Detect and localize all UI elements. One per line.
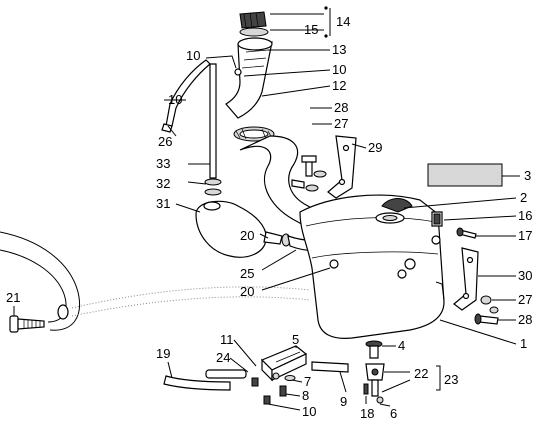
fuel-tank-part-1 bbox=[299, 194, 445, 339]
callout-1: 1 bbox=[520, 336, 527, 351]
callout-19: 19 bbox=[156, 346, 170, 361]
callout-28-top: 28 bbox=[334, 100, 348, 115]
callout-27-top: 27 bbox=[334, 116, 348, 131]
fuel-cap-part-15 bbox=[239, 11, 269, 37]
fuel-pump-part-5 bbox=[260, 345, 308, 382]
bolt-part-28-lower bbox=[474, 295, 499, 325]
screw-part-21 bbox=[9, 315, 45, 333]
callout-22: 22 bbox=[414, 366, 428, 381]
label-plate-part-3 bbox=[427, 163, 503, 187]
callout-18: 18 bbox=[360, 406, 374, 421]
callout-27-right: 27 bbox=[518, 292, 532, 307]
washer-part-7 bbox=[284, 375, 296, 381]
screw-part-8 bbox=[279, 385, 287, 397]
frame-outline bbox=[0, 231, 311, 331]
hose-part-19 bbox=[163, 375, 231, 391]
hose-clamp-part-12 bbox=[233, 126, 275, 142]
callout-15: 15 bbox=[304, 22, 318, 37]
bolt-part-17 bbox=[456, 227, 477, 239]
bracket-part-29 bbox=[327, 135, 357, 199]
hose-part-9 bbox=[311, 361, 349, 373]
callout-14: 14 bbox=[336, 14, 350, 29]
callout-9: 9 bbox=[340, 394, 347, 409]
nut-part-6 bbox=[376, 396, 384, 404]
callout-30: 30 bbox=[518, 268, 532, 283]
callout-8: 8 bbox=[302, 388, 309, 403]
callout-32: 32 bbox=[156, 176, 170, 191]
callout-10-left: 10 bbox=[168, 92, 182, 107]
sender-part-2 bbox=[381, 198, 413, 213]
callout-10-right: 10 bbox=[332, 62, 346, 77]
callout-6: 6 bbox=[390, 406, 397, 421]
leader-lines bbox=[13, 6, 520, 411]
callout-labels: 15 14 13 10 12 10 10 26 33 32 31 20 25 2… bbox=[6, 14, 532, 421]
pad-part-16 bbox=[431, 211, 443, 227]
callout-2: 2 bbox=[520, 190, 527, 205]
callout-29: 29 bbox=[368, 140, 382, 155]
valve-part-22 bbox=[365, 363, 385, 397]
clip-part-18 bbox=[363, 383, 369, 395]
bracket-part-30 bbox=[453, 247, 479, 311]
callout-31: 31 bbox=[156, 196, 170, 211]
callout-10-bottom: 10 bbox=[302, 404, 316, 419]
callout-24: 24 bbox=[216, 350, 230, 365]
filler-neck-part-13 bbox=[225, 37, 273, 119]
callout-16: 16 bbox=[518, 208, 532, 223]
callout-10-top: 10 bbox=[186, 48, 200, 63]
callout-5: 5 bbox=[292, 332, 299, 347]
callout-25: 25 bbox=[240, 266, 254, 281]
callout-20-lower: 20 bbox=[240, 284, 254, 299]
callout-12: 12 bbox=[332, 78, 346, 93]
callout-23: 23 bbox=[444, 372, 458, 387]
callout-20-upper: 20 bbox=[240, 228, 254, 243]
clip-part-32 bbox=[204, 178, 222, 196]
callout-17: 17 bbox=[518, 228, 532, 243]
callout-33: 33 bbox=[156, 156, 170, 171]
callout-26: 26 bbox=[158, 134, 172, 149]
drain-fitting-part-4 bbox=[365, 340, 383, 359]
callout-13: 13 bbox=[332, 42, 346, 57]
hose-part-24 bbox=[205, 369, 247, 379]
callout-3: 3 bbox=[524, 168, 531, 183]
callout-28-right: 28 bbox=[518, 312, 532, 327]
clip-part-10-lower bbox=[251, 377, 271, 405]
callout-7: 7 bbox=[304, 374, 311, 389]
callout-11: 11 bbox=[220, 332, 234, 347]
bolt-part-28-upper bbox=[291, 155, 327, 192]
callout-4: 4 bbox=[398, 338, 405, 353]
vent-hose-part-33 bbox=[161, 59, 217, 179]
callout-21: 21 bbox=[6, 290, 20, 305]
